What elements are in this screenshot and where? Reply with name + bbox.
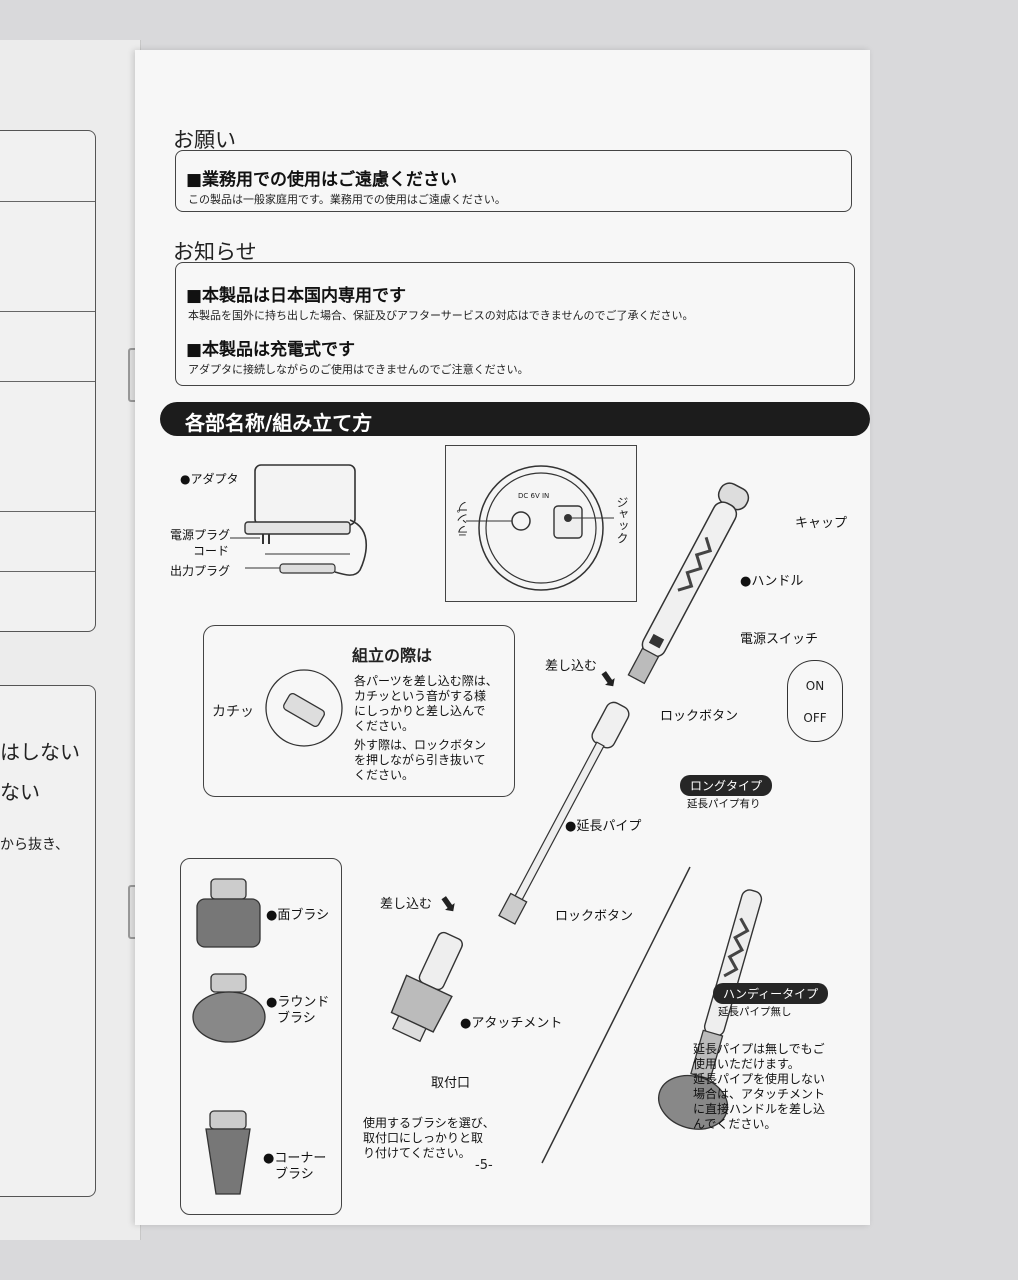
adapter-out-plug-label: 出力プラグ [170,564,231,578]
attachment-instr-line: り付けてください。 [363,1146,471,1160]
round-brush-icon [192,973,266,1043]
corner-brush-icon [205,1110,251,1195]
handy-type-note: 延長パイプ無し [718,1006,792,1018]
handle-label: ●ハンドル [740,574,804,589]
attachment-illustration [390,931,463,1043]
notice-body-1: 本製品を国外に持ち出した場合、保証及びアフターサービスの対応はできませんのでご了… [188,309,694,322]
cap-label: キャップ [795,516,848,531]
notice-title: お知らせ [173,240,257,264]
callout-p1-line: 各パーツを差し込む際は、 [354,674,498,688]
request-title: お願い [173,128,236,152]
notice-body-2: アダプタに接続しながらのご使用はできませんのでご注意ください。 [188,363,529,376]
page-number: -5- [475,1158,493,1173]
pipe-label: ●延長パイプ [565,819,642,834]
lock-button-label-1: ロックボタン [660,709,739,724]
corner-brush-label-1: ●コーナー [263,1151,327,1166]
mount-label: 取付口 [431,1076,471,1091]
callout-p2-line: ください。 [354,768,415,782]
lock-button-label-2: ロックボタン [555,909,634,924]
port-illustration [466,465,614,591]
handy-text-line: に直接ハンドルを差し込 [693,1102,826,1116]
power-switch-diagram: ON OFF [787,660,843,742]
notice-heading-1: ■本製品は日本国内専用です [186,286,407,306]
notice-heading-2: ■本製品は充電式です [186,340,356,360]
handy-type-badge: ハンディータイプ [713,983,829,1004]
request-box: ■業務用での使用はご遠慮ください この製品は一般家庭用です。業務用での使用はご遠… [175,150,852,212]
adapter-plug-label: 電源プラグ [170,528,231,542]
handy-type-text: 延長パイプは無しでもご 使用いただけます。 延長パイプを使用しない 場合は、アタ… [693,1042,825,1132]
push-label-1: 差し込む [545,659,598,674]
section-banner: 各部名称/組み立て方 [160,402,870,436]
banner-title: 各部名称/組み立て方 [185,411,373,435]
attachment-instructions: 使用するブラシを選び、 取付口にしっかりと取 り付けてください。 [363,1116,495,1161]
port-spec: DC 6V IN [518,492,550,500]
attachment-instr-line: 使用するブラシを選び、 [363,1116,495,1130]
callout-p1-line: ください。 [354,719,415,733]
handle-illustration [627,482,750,685]
port-diagram: DC 6V IN ランプ ジャック [445,445,637,602]
click-sound-label: カチッ [212,704,254,720]
attachment-instr-line: 取付口にしっかりと取 [363,1131,484,1145]
callout-paragraph-2: 外す際は、ロックボタン を押しながら引き抜いて ください。 [354,738,486,783]
callout-p1-line: にしっかりと差し込んで [354,704,486,718]
round-brush-label-1: ●ラウンド [266,995,330,1010]
click-illustration [265,669,343,747]
handy-text-line: 場合は、アタッチメント [693,1087,826,1101]
left-page: はしない ない から抜き、 [0,40,141,1240]
brush-parts-box: ●面ブラシ ●ラウンド ブラシ ●コーナー ブラシ [180,858,342,1215]
arrow-down-icon: ⬇ [434,889,464,922]
adapter-cord-label: コード [193,544,230,558]
handy-text-line: 使用いただけます。 [693,1057,800,1071]
callout-paragraph-1: 各パーツを差し込む際は、 カチッという音がする様 にしっかりと差し込んで くださ… [354,674,498,734]
request-heading: ■業務用での使用はご遠慮ください [186,170,458,190]
left-line-2: ない [0,780,40,804]
assembly-callout: 組立の際は カチッ 各パーツを差し込む際は、 カチッという音がする様 にしっかり… [203,625,515,797]
notice-box: ■本製品は日本国内専用です 本製品を国外に持ち出した場合、保証及びアフターサービ… [175,262,855,386]
right-page: お願い ■業務用での使用はご遠慮ください この製品は一般家庭用です。業務用での使… [135,50,870,1225]
request-body: この製品は一般家庭用です。業務用での使用はご遠慮ください。 [188,193,506,206]
left-line-3: から抜き、 [0,837,70,853]
handy-text-line: 延長パイプを使用しない [693,1072,826,1086]
face-brush-icon [196,878,261,948]
left-line-1: はしない [0,740,80,764]
adapter-illustration [230,464,367,576]
left-warning-box: はしない ない から抜き、 [0,685,96,1197]
attachment-label: ●アタッチメント [460,1016,563,1031]
callout-title: 組立の際は [352,646,433,665]
jack-label: ジャック [615,496,629,544]
handy-text-line: 延長パイプは無しでもご [693,1042,825,1056]
face-brush-label: ●面ブラシ [266,908,330,923]
pipe-illustration [498,701,630,925]
callout-p2-line: を押しながら引き抜いて [354,753,486,767]
on-label: ON [805,679,825,693]
push-label-2: 差し込む [380,897,433,912]
callout-p2-line: 外す際は、ロックボタン [354,738,487,752]
lamp-label: ランプ [456,501,470,537]
off-label: OFF [803,711,827,725]
adapter-title: ●アダプタ [180,472,239,486]
left-table-box [0,130,96,632]
switch-label: 電源スイッチ [740,632,819,647]
callout-p1-line: カチッという音がする様 [354,689,487,703]
corner-brush-label-2: ブラシ [275,1167,314,1182]
handy-text-line: んでください。 [693,1117,777,1131]
long-type-badge: ロングタイプ [680,775,773,796]
round-brush-label-2: ブラシ [277,1011,316,1026]
long-type-note: 延長パイプ有り [687,798,761,810]
